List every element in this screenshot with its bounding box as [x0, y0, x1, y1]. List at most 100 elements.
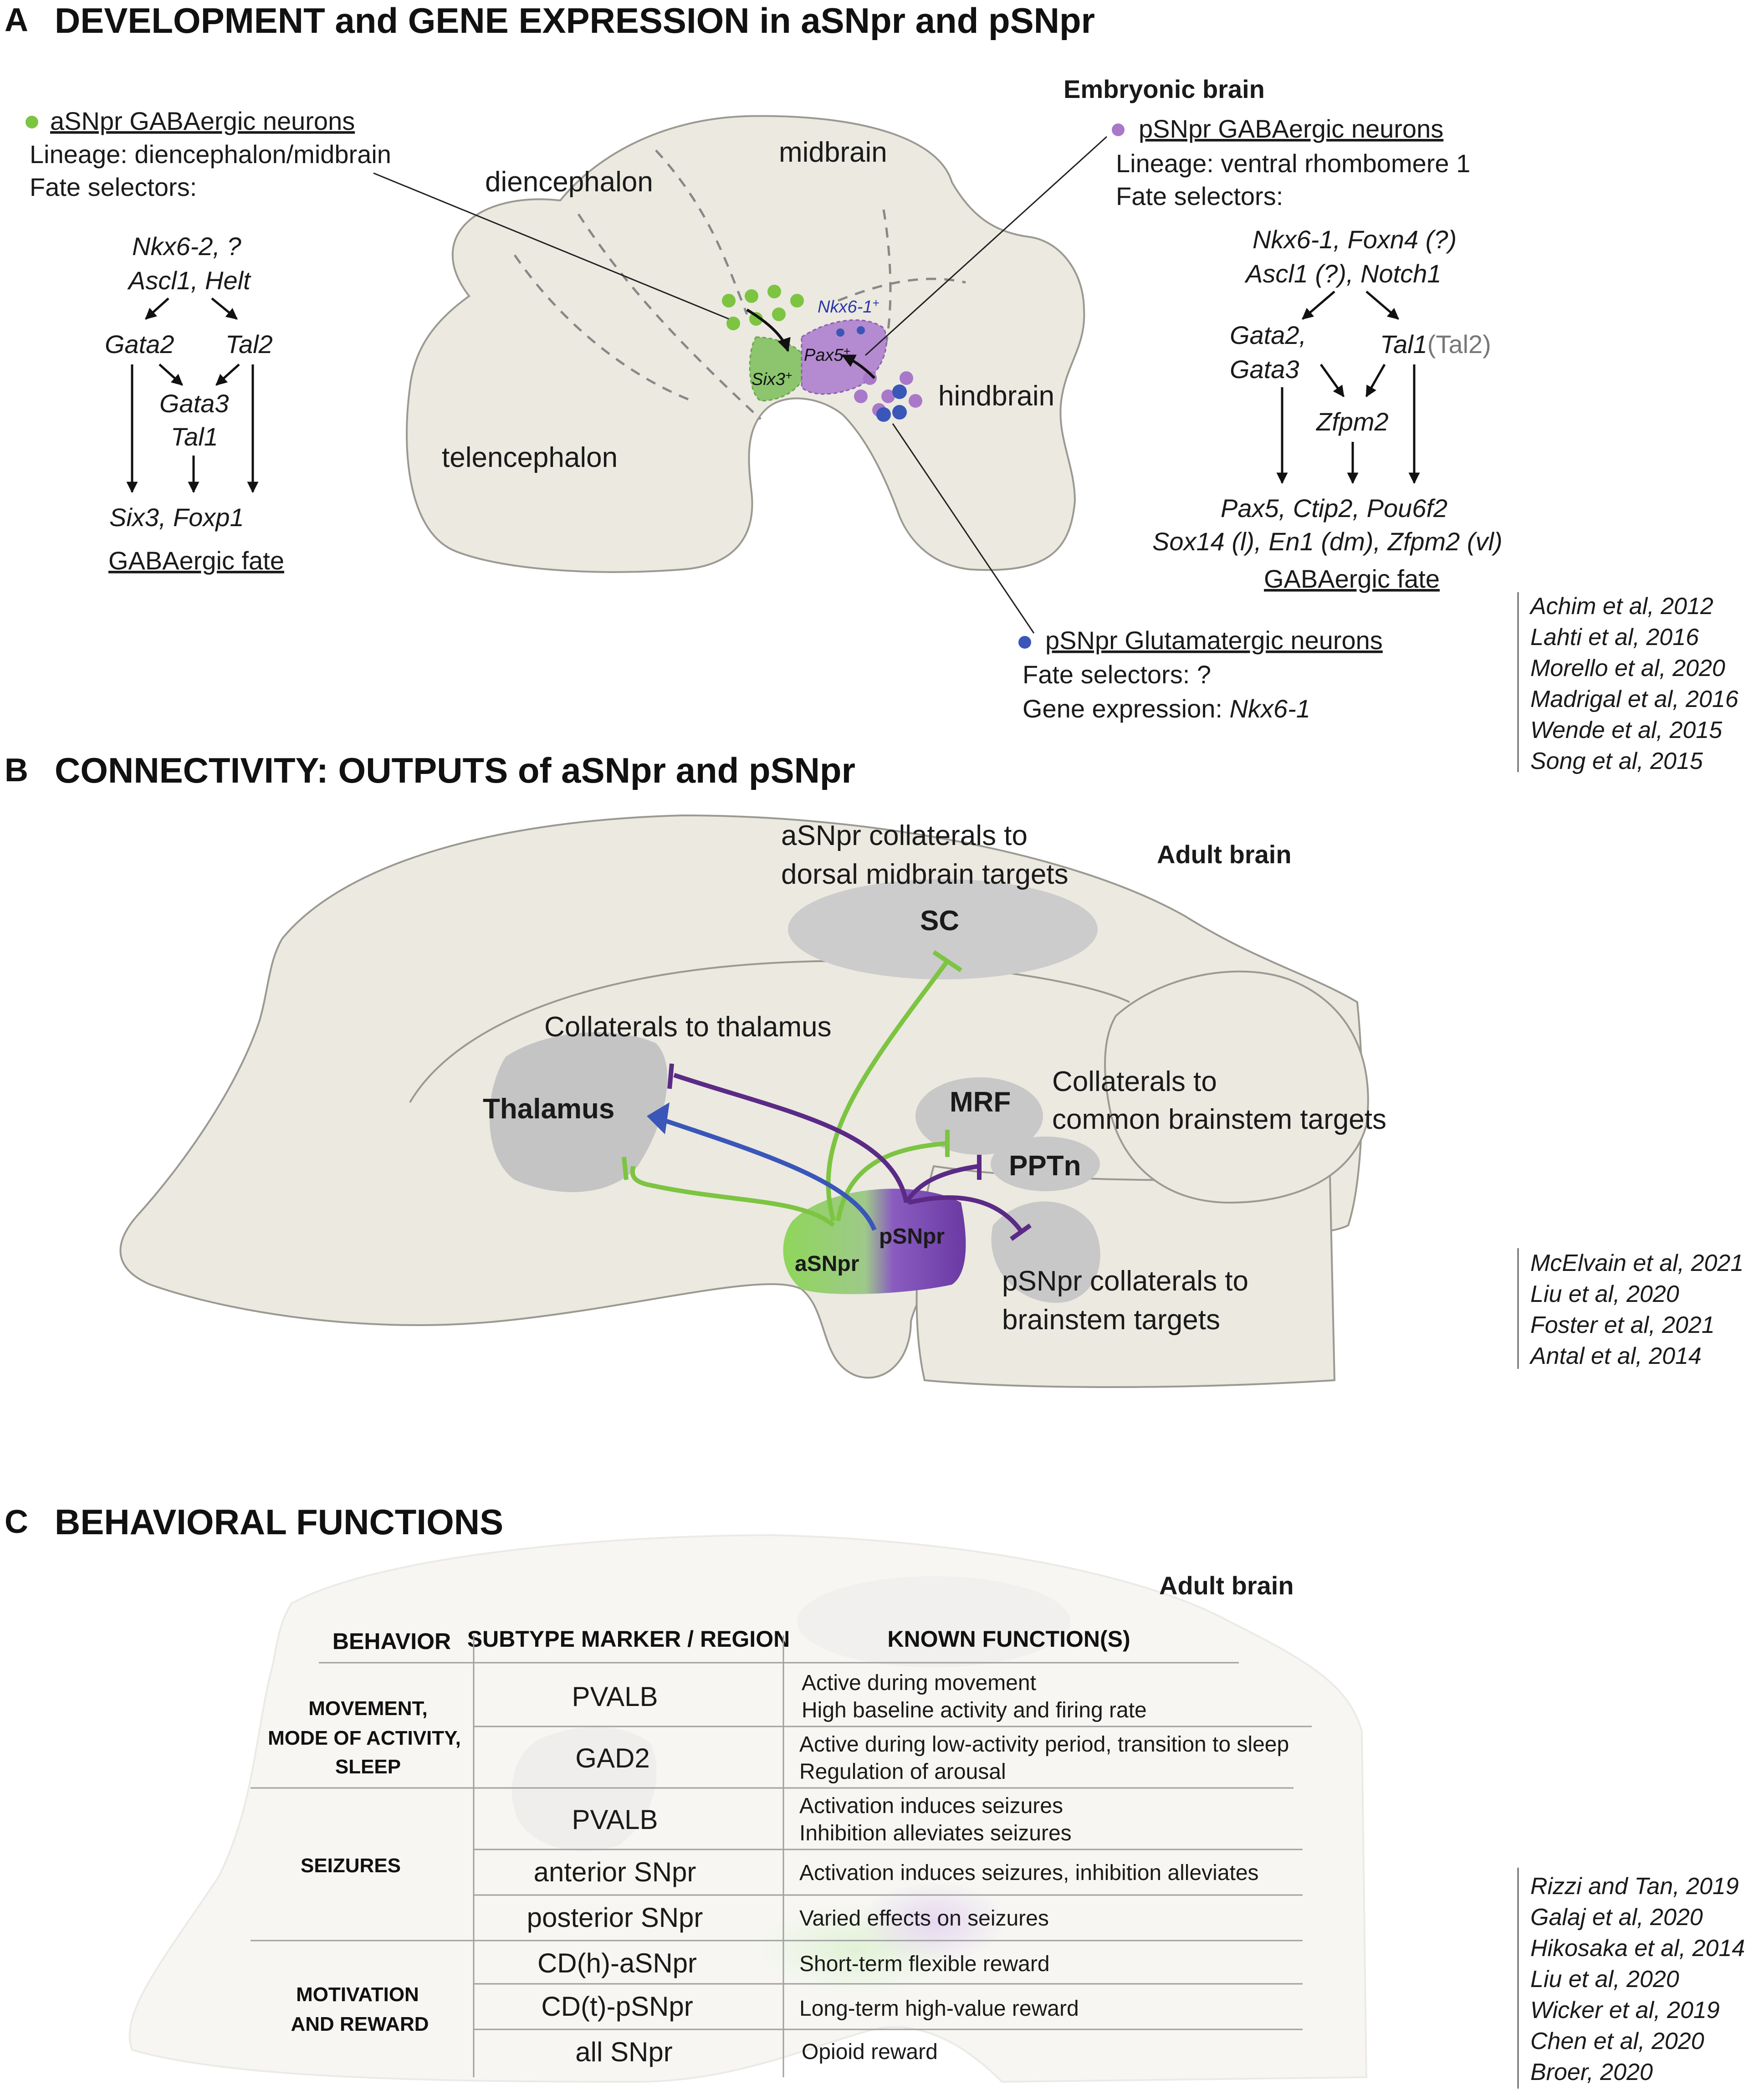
asnpr-arrow-1: [145, 297, 169, 320]
ref-c-5: Wicker et al, 2019: [1530, 1997, 1720, 2023]
psnpr-outcome: GABAergic fate: [1264, 564, 1440, 593]
ref-a-3: Morello et al, 2020: [1530, 655, 1725, 681]
blue-cell-dots: [836, 326, 907, 422]
sc-note-2: dorsal midbrain targets: [781, 859, 1069, 890]
psnpr-arrow-2: [1365, 291, 1399, 320]
psnpr-gene-ascl1-notch1: Ascl1 (?), Notch1: [1244, 259, 1442, 288]
row-1-function-1: Active during movement: [802, 1671, 1036, 1695]
purple-to-pptn: [904, 1164, 980, 1204]
psnpr-arrow-1: [1302, 291, 1335, 320]
group-1-line-2: MODE OF ACTIVITY,: [268, 1727, 461, 1749]
panel-a-letter: A: [5, 2, 28, 38]
label-mrf: MRF: [950, 1086, 1011, 1118]
glut-expression: Gene expression: Nkx6-1: [1023, 694, 1310, 723]
blue-to-thalamus: [664, 1118, 877, 1231]
ref-c-3: Hikosaka et al, 2014: [1530, 1935, 1745, 1962]
migration-arrow-purple: [841, 354, 876, 379]
refs-a: Achim et al, 2012 Lahti et al, 2016 More…: [1529, 593, 1738, 774]
row-7-function-1: Long-term high-value reward: [799, 1997, 1079, 2021]
asnpr-gene-ascl1-helt: Ascl1, Helt: [127, 266, 251, 295]
dashed-border-3: [513, 254, 693, 402]
row-4-marker: anterior SNpr: [534, 1857, 696, 1887]
region-diencephalon: diencephalon: [485, 166, 653, 198]
marker-nkx61: Nkx6-1+: [818, 296, 879, 317]
psnpr-note-1: pSNpr collaterals to: [1002, 1265, 1248, 1297]
col-header-marker: SUBTYPE MARKER / REGION: [467, 1626, 790, 1652]
sc-note-1: aSNpr collaterals to: [781, 820, 1028, 851]
ref-c-6: Chen et al, 2020: [1530, 2028, 1704, 2054]
row-8-marker: all SNpr: [575, 2037, 672, 2067]
panel-c-title: BEHAVIORAL FUNCTIONS: [55, 1502, 503, 1542]
blue-arrowhead: [647, 1102, 670, 1134]
row-5-marker: posterior SNpr: [527, 1902, 703, 1933]
asnpr-arrow-4: [215, 364, 240, 386]
ref-a-4: Madrigal et al, 2016: [1530, 686, 1738, 712]
purple-to-thalamus: [673, 1073, 909, 1203]
panel-c-letter: C: [5, 1504, 28, 1540]
glut-fate: Fate selectors: ?: [1023, 660, 1211, 689]
row-3-function-2: Inhibition alleviates seizures: [799, 1821, 1072, 1845]
asnpr-lineage: Lineage: diencephalon/midbrain: [30, 140, 391, 169]
region-thalamus: [489, 1032, 668, 1193]
leader-psnpr: [864, 136, 1108, 356]
ref-c-7: Broer, 2020: [1530, 2059, 1653, 2085]
asnpr-title: aSNpr GABAergic neurons: [50, 107, 355, 135]
ref-b-4: Antal et al, 2014: [1529, 1343, 1702, 1369]
col-header-behavior: BEHAVIOR: [332, 1629, 451, 1654]
common-note-1: Collaterals to: [1052, 1066, 1217, 1097]
region-sc: [788, 879, 1098, 979]
green-cell-dots: [722, 285, 804, 330]
row-2-marker: GAD2: [575, 1743, 649, 1773]
region-midbrain: midbrain: [779, 137, 887, 168]
row-7-marker: CD(t)-pSNpr: [541, 1991, 693, 2022]
green-sc-tbar: [932, 950, 962, 973]
marker-six3: Six3+: [752, 369, 792, 389]
group-3-line-1: MOTIVATION: [296, 1983, 419, 2006]
group-1-line-3: SLEEP: [335, 1756, 401, 1778]
cerebellum-b: [1104, 970, 1369, 1204]
ref-a-1: Achim et al, 2012: [1529, 593, 1713, 620]
row-6-marker: CD(h)-aSNpr: [537, 1948, 697, 1978]
thalamus-note: Collaterals to thalamus: [544, 1011, 832, 1043]
panel-b-letter: B: [5, 752, 28, 789]
group-2-line-1: SEIZURES: [301, 1854, 401, 1877]
psnpr-title: pSNpr GABAergic neurons: [1139, 114, 1443, 143]
asnpr-gene-gata2: Gata2: [105, 330, 174, 359]
psnpr-fate-label: Fate selectors:: [1116, 182, 1283, 210]
glut-title: pSNpr Glutamatergic neurons: [1045, 626, 1383, 655]
panel-c-header: Adult brain: [1159, 1571, 1294, 1600]
psnpr-gene-nkx61-foxn4: Nkx6-1, Foxn4 (?): [1253, 225, 1457, 254]
faint-brain-c: [128, 1534, 1368, 2083]
purple-brainstem-tbar: [1010, 1223, 1032, 1241]
ref-a-2: Lahti et al, 2016: [1530, 624, 1699, 651]
row-2-function-2: Regulation of arousal: [799, 1760, 1006, 1784]
common-note-2: common brainstem targets: [1052, 1104, 1386, 1135]
panel-b-title: CONNECTIVITY: OUTPUTS of aSNpr and pSNpr: [55, 750, 855, 790]
psnpr-gene-gata2: Gata2,: [1230, 321, 1306, 349]
label-pptn: PPTn: [1009, 1150, 1081, 1182]
col-header-function: KNOWN FUNCTION(S): [887, 1626, 1130, 1652]
embryonic-brain-outline: [406, 115, 1085, 573]
asnpr-legend-dot: [26, 116, 38, 128]
label-thalamus: Thalamus: [483, 1093, 614, 1125]
snpr-nucleus: [783, 1188, 966, 1294]
psnpr-gene-gata3: Gata3: [1230, 355, 1299, 384]
dashed-border-2: [577, 213, 762, 420]
region-pptn: [991, 1137, 1100, 1191]
refs-b: McElvain et al, 2021 Liu et al, 2020 Fos…: [1529, 1250, 1744, 1369]
asnpr-gene-gata3: Gata3: [159, 389, 229, 418]
row-3-function-1: Activation induces seizures: [799, 1794, 1063, 1818]
psnpr-gene-tal1: Tal1(Tal2): [1380, 330, 1491, 359]
psnpr-note-2: brainstem targets: [1002, 1304, 1220, 1336]
green-to-mrf: [836, 1141, 948, 1221]
ref-b-3: Foster et al, 2021: [1530, 1312, 1715, 1338]
asnpr-gene-six3-foxp1: Six3, Foxp1: [109, 503, 244, 532]
green-thalamus-tbar: [622, 1157, 629, 1180]
region-telencephalon: telencephalon: [442, 442, 618, 473]
row-5-function-1: Varied effects on seizures: [799, 1906, 1049, 1931]
panel-b-header: Adult brain: [1157, 840, 1292, 869]
marker-pax5: Pax5+: [804, 344, 850, 365]
psnpr-gene-pax5-ctip2: Pax5, Ctip2, Pou6f2: [1221, 494, 1447, 522]
row-1-function-2: High baseline activity and firing rate: [802, 1698, 1147, 1722]
